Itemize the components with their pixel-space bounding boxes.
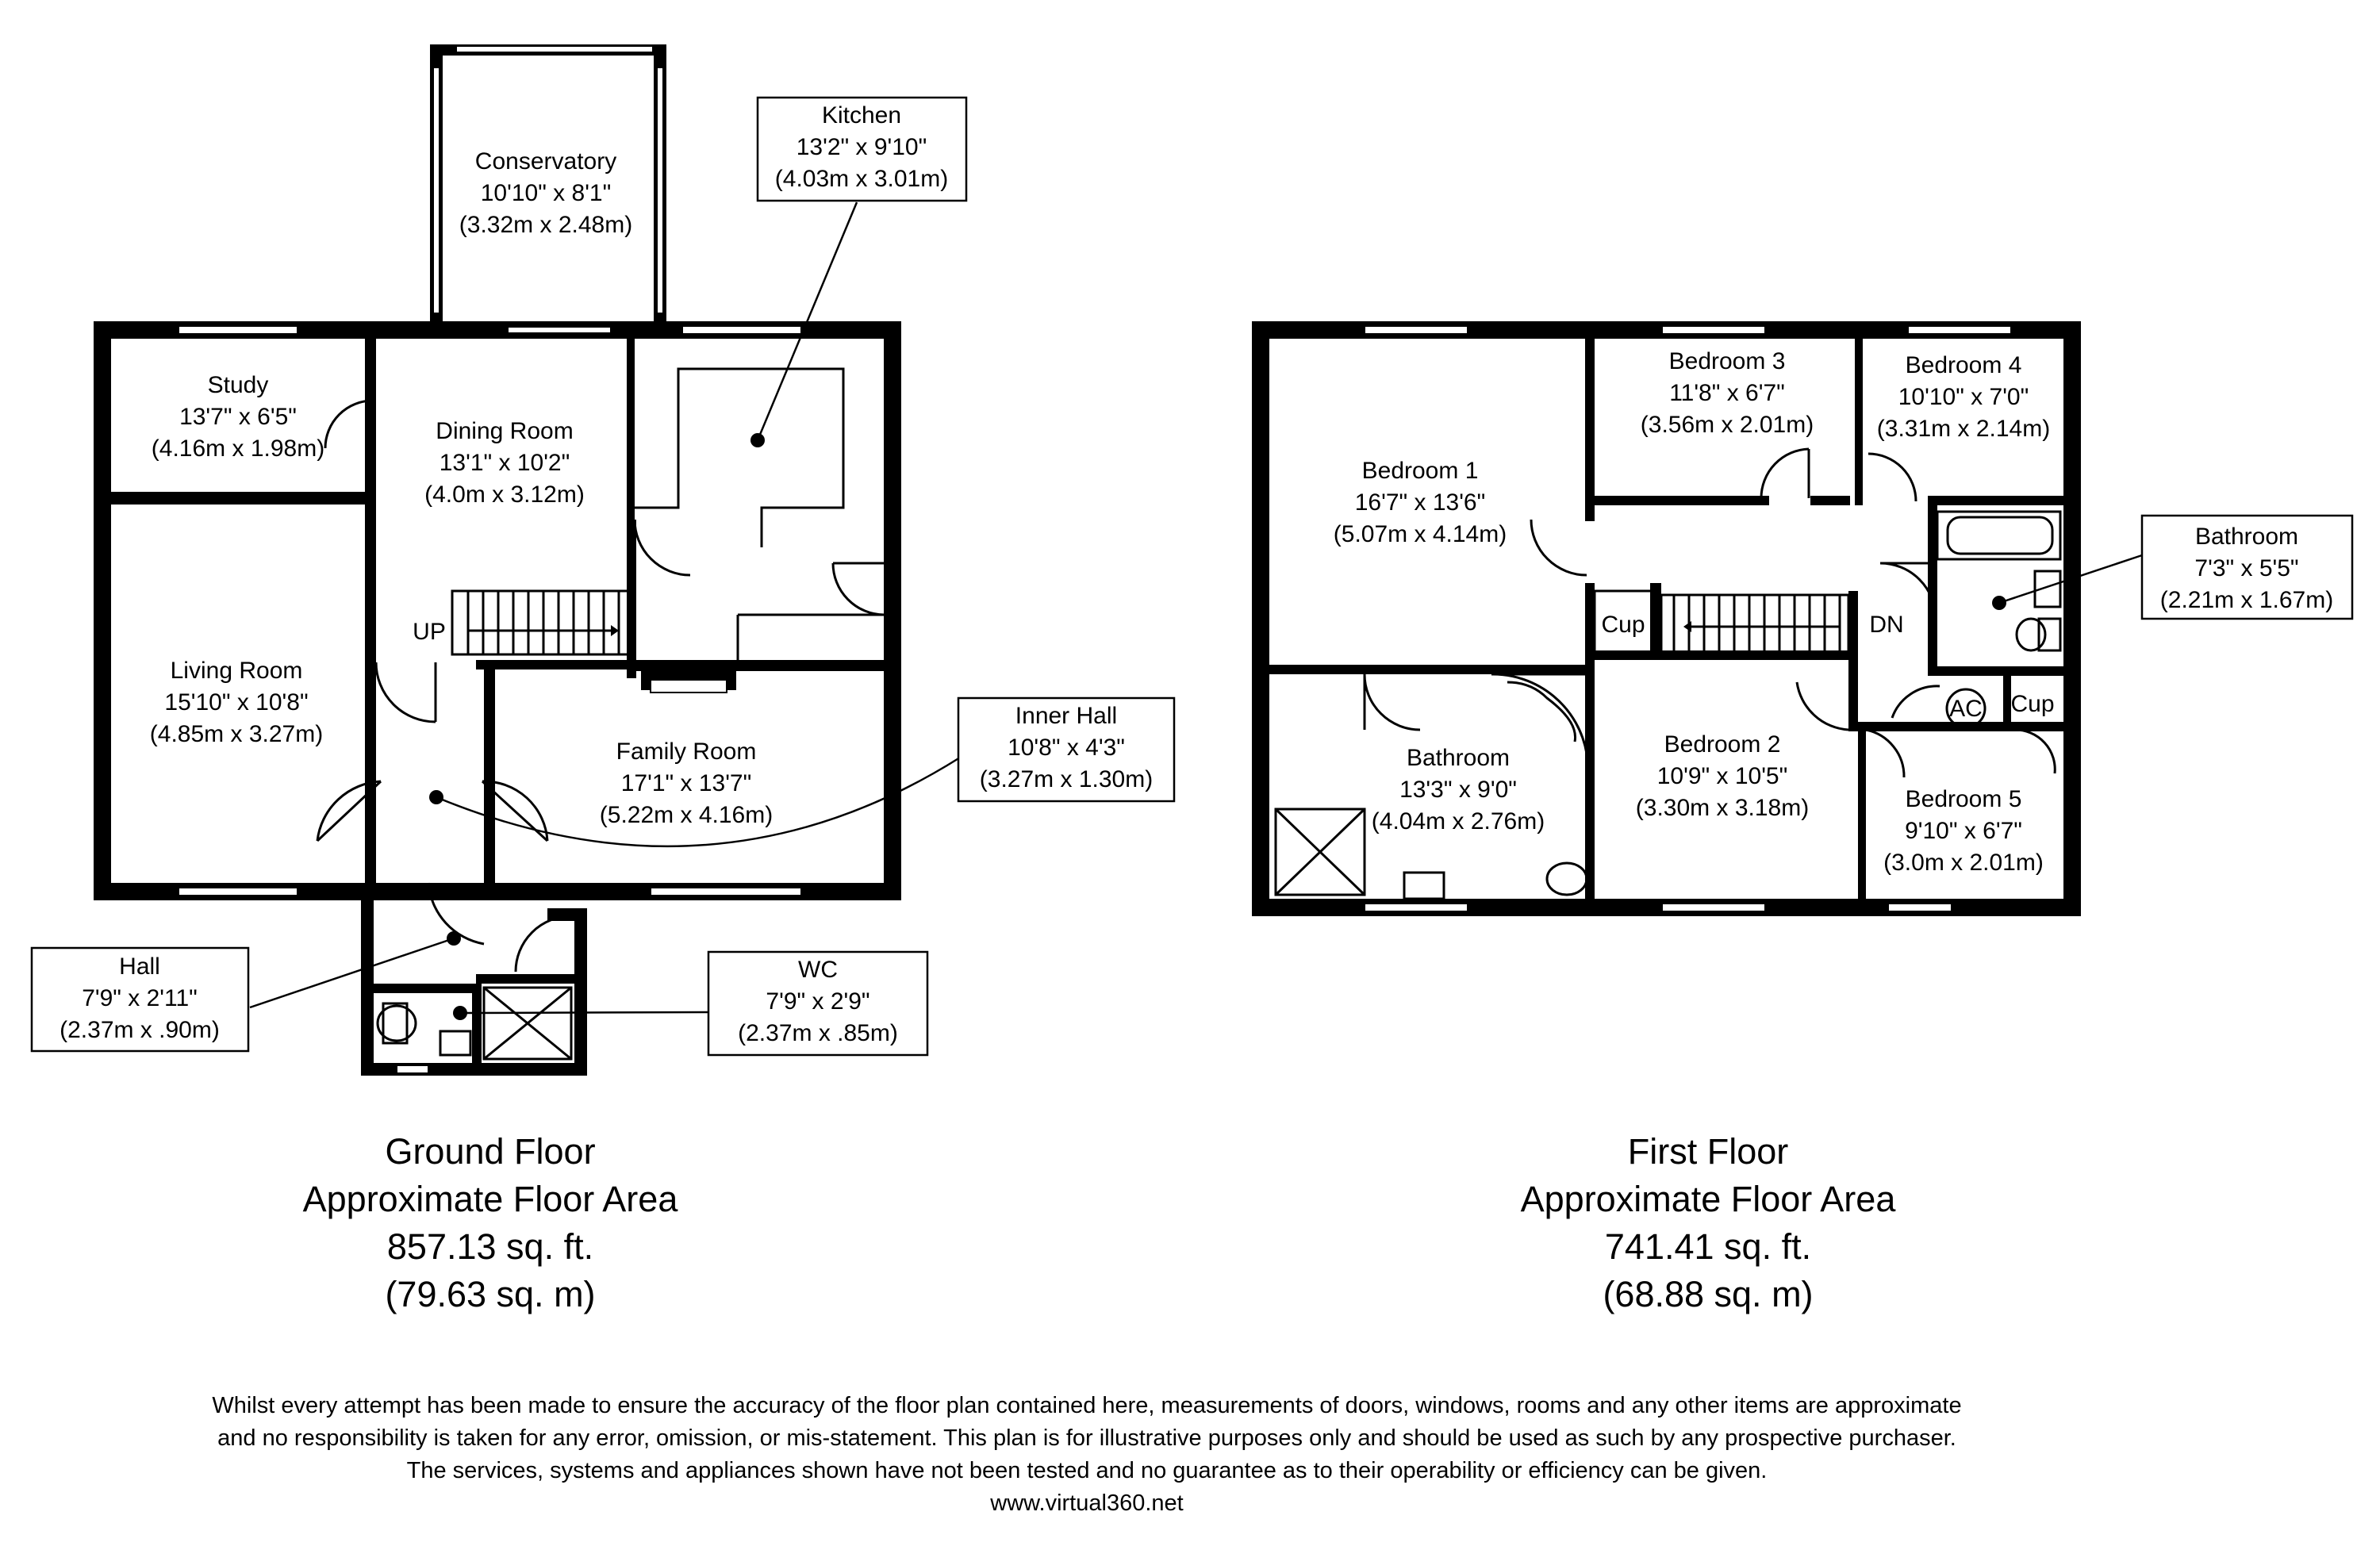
stairs-down-label: DN: [1869, 612, 1903, 638]
main-bathroom-metric: (4.04m x 2.76m): [1372, 808, 1545, 834]
ground-floor-sqft: 857.13 sq. ft.: [386, 1226, 594, 1267]
ground-floor-caption: Ground Floor Approximate Floor Area 857.…: [173, 1128, 808, 1318]
bathroom-metric: (2.21m x 1.67m): [2160, 587, 2333, 613]
first-floor-sqm: (68.88 sq. m): [1603, 1274, 1814, 1314]
first-doors: [1363, 447, 2056, 778]
conservatory-metric: (3.32m x 2.48m): [459, 212, 632, 238]
first-floor-caption: First Floor Approximate Floor Area 741.4…: [1391, 1128, 2025, 1318]
website-link[interactable]: www.virtual360.net: [990, 1491, 1184, 1516]
wc-metric: (2.37m x .85m): [738, 1020, 898, 1046]
cupboard-label: Cup: [2010, 691, 2054, 717]
wc-dims: 7'9" x 2'9": [766, 988, 869, 1015]
study-metric: (4.16m x 1.98m): [152, 435, 324, 462]
bedroom1-name: Bedroom 1: [1362, 458, 1479, 484]
disclaimer-line: The services, systems and appliances sho…: [406, 1458, 1768, 1483]
inner-hall-dims: 10'8" x 4'3": [1008, 735, 1125, 761]
first-floor-plan: [1252, 321, 2081, 916]
inner-hall-metric: (3.27m x 1.30m): [980, 766, 1153, 792]
family-metric: (5.22m x 4.16m): [600, 802, 773, 828]
study-dims: 13'7" x 6'5": [179, 404, 297, 430]
bedroom1-dims: 16'7" x 13'6": [1355, 489, 1486, 516]
conservatory-dims: 10'10" x 8'1": [481, 180, 612, 206]
hall-wc-extension: [361, 900, 587, 1076]
dining-dims: 13'1" x 10'2": [440, 450, 570, 476]
bedroom2-dims: 10'9" x 10'5": [1657, 763, 1788, 789]
hall-name: Hall: [119, 953, 160, 980]
bedroom2-metric: (3.30m x 3.18m): [1636, 795, 1809, 821]
hall-dims: 7'9" x 2'11": [82, 985, 198, 1011]
ground-floor-sqm: (79.63 sq. m): [385, 1274, 596, 1314]
ground-floor-plan: [94, 44, 901, 1076]
cupboard-label: Cup: [1601, 612, 1645, 638]
conservatory-name: Conservatory: [475, 148, 616, 175]
kitchen-units: [635, 367, 884, 662]
bathroom-name: Bathroom: [2195, 524, 2298, 550]
bedroom4-dims: 10'10" x 7'0": [1898, 384, 2029, 410]
room-labels: Conservatory 10'10" x 8'1" (3.32m x 2.48…: [60, 102, 2333, 1046]
bedroom3-name: Bedroom 3: [1669, 348, 1786, 374]
bathroom-dims: 7'3" x 5'5": [2194, 555, 2298, 581]
bathroom-fixtures: [1274, 510, 2062, 900]
living-name: Living Room: [171, 658, 303, 684]
ground-floor-title: Ground Floor: [385, 1131, 596, 1172]
bedroom4-name: Bedroom 4: [1906, 352, 2022, 378]
first-floor-subtitle: Approximate Floor Area: [1520, 1179, 1896, 1219]
bedroom5-dims: 9'10" x 6'7": [1905, 818, 2022, 844]
first-floor-title: First Floor: [1627, 1131, 1789, 1172]
main-bathroom-dims: 13'3" x 9'0": [1399, 777, 1517, 803]
conservatory-structure: [430, 44, 666, 327]
airing-cupboard-label: AC: [1949, 696, 1983, 722]
family-name: Family Room: [616, 739, 757, 765]
study-name: Study: [208, 372, 269, 398]
disclaimer-line: and no responsibility is taken for any e…: [217, 1425, 1956, 1451]
family-dims: 17'1" x 13'7": [621, 770, 752, 796]
living-dims: 15'10" x 10'8": [164, 689, 308, 716]
callouts: [30, 96, 2354, 1057]
bedroom3-dims: 11'8" x 6'7": [1669, 380, 1785, 406]
kitchen-name: Kitchen: [822, 102, 901, 129]
bedroom5-metric: (3.0m x 2.01m): [1883, 850, 2044, 876]
first-stairs: [1660, 593, 1850, 658]
bedroom2-name: Bedroom 2: [1664, 731, 1781, 758]
bedroom1-metric: (5.07m x 4.14m): [1334, 521, 1507, 547]
wc-name: WC: [798, 957, 838, 983]
bedroom5-name: Bedroom 5: [1906, 786, 2022, 812]
kitchen-dims: 13'2" x 9'10": [797, 134, 927, 160]
first-floor-sqft: 741.41 sq. ft.: [1604, 1226, 1812, 1267]
inner-hall-name: Inner Hall: [1015, 703, 1117, 729]
disclaimer-line: Whilst every attempt has been made to en…: [212, 1393, 1962, 1418]
landing-cupboard: [1593, 589, 1653, 658]
kitchen-metric: (4.03m x 3.01m): [775, 166, 948, 192]
dining-name: Dining Room: [436, 418, 573, 444]
wc-fixtures: [376, 986, 573, 1061]
bedroom3-metric: (3.56m x 2.01m): [1641, 412, 1814, 438]
main-bathroom-name: Bathroom: [1407, 745, 1510, 771]
stairs-up-label: UP: [413, 619, 446, 645]
dining-metric: (4.0m x 3.12m): [424, 481, 585, 508]
ground-stairs: [451, 589, 632, 656]
hall-metric: (2.37m x .90m): [60, 1017, 220, 1043]
disclaimer: Whilst every attempt has been made to en…: [0, 1390, 2174, 1520]
ground-floor-subtitle: Approximate Floor Area: [302, 1179, 678, 1219]
living-metric: (4.85m x 3.27m): [150, 721, 323, 747]
bedroom4-metric: (3.31m x 2.14m): [1877, 416, 2050, 442]
first-outer-walls: [1252, 321, 2081, 916]
ground-outer-walls: [94, 321, 901, 900]
